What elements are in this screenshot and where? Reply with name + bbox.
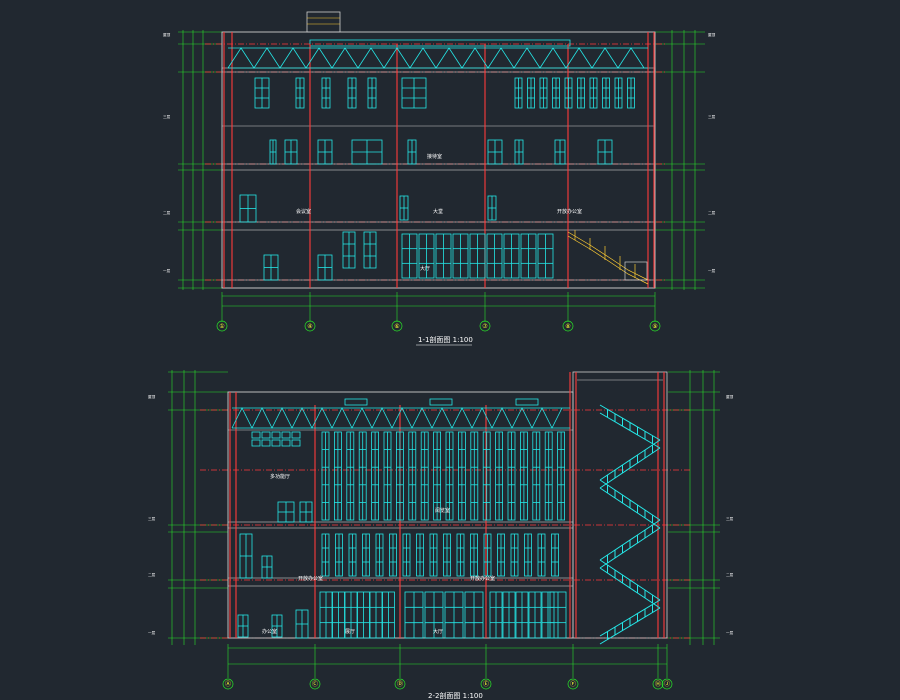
window-pane [281, 431, 291, 439]
section-2-right-dimension-chain [668, 370, 720, 645]
section-2-roof-truss [231, 407, 570, 429]
axis-bubble [222, 678, 234, 690]
axis-bubble [394, 678, 406, 690]
window-pane [261, 439, 271, 447]
window-pane [291, 431, 301, 439]
axis-label: Ⓐ [225, 680, 231, 688]
level-tag: 一层 [148, 630, 156, 635]
room-label: 大堂 [433, 208, 443, 215]
window-pane [291, 439, 301, 447]
axis-bubble [661, 678, 673, 690]
axis-label: ⑨ [652, 323, 657, 330]
room-label: 大厅 [420, 265, 430, 272]
axis-bubble [216, 320, 228, 332]
room-label: 办公室 [262, 628, 277, 635]
section-1-stair [567, 230, 649, 285]
axis-label: ⑧ [565, 323, 570, 330]
section-2-level-tags-left: 屋顶 三层 二层 一层 [148, 394, 156, 635]
level-tag: 三层 [708, 114, 716, 119]
axis-bubble [309, 678, 321, 690]
level-tag: 屋顶 [148, 394, 156, 399]
section-2-windows [237, 431, 567, 639]
level-tag: 屋顶 [708, 32, 716, 37]
room-label: 接待室 [427, 153, 442, 160]
room-label: 开放办公室 [557, 208, 582, 215]
room-label: 多功能厅 [270, 473, 290, 480]
section-1-columns [223, 32, 655, 288]
window-pane [271, 431, 281, 439]
section-1-axis-bubbles: ① ④ ⑥ ⑦ ⑧ ⑨ [216, 320, 661, 332]
axis-bubble [391, 320, 403, 332]
section-1-title: 1-1剖面图 1:100 [418, 335, 473, 344]
room-label: 开放办公室 [470, 575, 495, 582]
section-2-2-drawing[interactable]: 屋顶 三层 二层 一层 屋顶 三层 二层 一层 [148, 370, 734, 700]
section-1-roof-truss [227, 47, 648, 69]
section-2-level-tags-right: 屋顶 三层 二层 一层 [726, 394, 734, 635]
level-tag: 屋顶 [163, 32, 171, 37]
window-pane [281, 439, 291, 447]
level-tag: 三层 [726, 516, 734, 521]
section-1-left-dimension-chain [178, 30, 222, 290]
section-2-bottom-dimensions [227, 644, 668, 678]
axis-bubble [480, 678, 492, 690]
section-1-bottom-dimensions [221, 292, 656, 322]
level-tag: 三层 [163, 114, 171, 119]
axis-bubble [304, 320, 316, 332]
section-2-stair-flights [599, 404, 661, 645]
axis-label: ⑦ [482, 323, 488, 330]
window-pane [271, 439, 281, 447]
axis-bubble [649, 320, 661, 332]
section-2-left-dimension-chain [168, 370, 228, 645]
section-1-windows [239, 77, 635, 281]
axis-bubble [652, 678, 664, 690]
section-1-right-dimension-chain [655, 30, 705, 290]
room-label: 大厅 [433, 628, 443, 635]
level-tag: 一层 [726, 630, 734, 635]
section-1-room-labels: 会议室 接待室 大堂 开放办公室 大厅 [296, 153, 582, 272]
window-pane [261, 431, 271, 439]
section-2-title: 2-2剖面图 1:100 [428, 691, 483, 700]
section-1-1-drawing[interactable]: 屋顶 三层 二层 一层 屋顶 三层 二层 一层 [163, 11, 716, 346]
section-2-room-labels: 多功能厅 阅览室 开放办公室 开放办公室 办公室 展厅 大厅 [262, 473, 495, 635]
section-1-level-tags-left: 屋顶 三层 二层 一层 [163, 32, 171, 273]
level-tag: 二层 [726, 572, 734, 577]
level-tag: 屋顶 [726, 394, 734, 399]
level-tag: 三层 [148, 516, 156, 521]
window-pane [251, 431, 261, 439]
axis-label: Ⓗ [655, 680, 661, 688]
axis-label: Ⓕ [570, 680, 576, 688]
axis-label: Ⓙ [664, 680, 670, 688]
axis-label: Ⓒ [312, 680, 318, 688]
window-pane [251, 439, 261, 447]
axis-label: ④ [307, 323, 312, 330]
level-tag: 二层 [708, 210, 716, 215]
level-tag: 二层 [148, 572, 156, 577]
room-label: 展厅 [345, 629, 355, 635]
room-label: 开放办公室 [298, 575, 323, 582]
axis-bubble [479, 320, 491, 332]
axis-label: Ⓓ [397, 680, 403, 688]
axis-bubble [567, 678, 579, 690]
level-tag: 二层 [163, 210, 171, 215]
room-label: 阅览室 [435, 507, 450, 514]
roof-stair-box [306, 11, 341, 33]
axis-label: ⑥ [394, 323, 399, 330]
axis-label: ① [219, 323, 224, 330]
room-label: 会议室 [296, 208, 311, 215]
section-2-columns [229, 372, 665, 638]
level-tag: 一层 [708, 268, 716, 273]
section-1-level-tags-right: 屋顶 三层 二层 一层 [708, 32, 716, 273]
axis-bubble [562, 320, 574, 332]
level-tag: 一层 [163, 268, 171, 273]
axis-label: Ⓔ [483, 680, 489, 688]
section-2-building-outline [227, 371, 668, 639]
